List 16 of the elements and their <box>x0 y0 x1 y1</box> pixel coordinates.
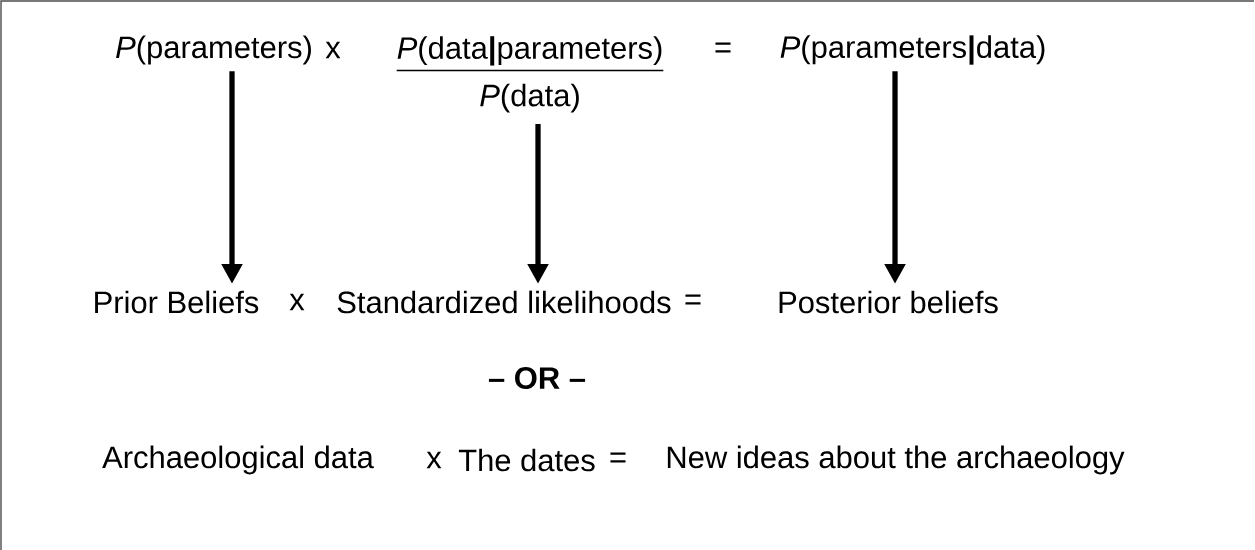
operator-sign: x <box>289 293 305 311</box>
operator-sign: = <box>685 294 701 305</box>
operator-sign: = <box>610 452 626 463</box>
term-text: Standardized likelihoods <box>337 290 671 314</box>
term-text: Posterior beliefs <box>779 290 998 314</box>
formula-term: P(parameters) <box>116 35 311 65</box>
phrase-text: New ideas about the archaeology <box>667 445 1125 475</box>
formula-operator: x <box>325 41 341 59</box>
separator-text: – OR – <box>488 367 586 389</box>
formula-operator: = <box>715 42 731 53</box>
operator-sign: x <box>426 451 442 469</box>
phrase-text: The dates <box>458 448 595 472</box>
phrase-text: Archaeological data <box>102 445 374 475</box>
formula-term: P(parameters|data) <box>780 35 1045 65</box>
fraction-formula: P(data|parameters) P(data) <box>395 36 665 113</box>
term-text: Prior Beliefs <box>95 290 259 314</box>
